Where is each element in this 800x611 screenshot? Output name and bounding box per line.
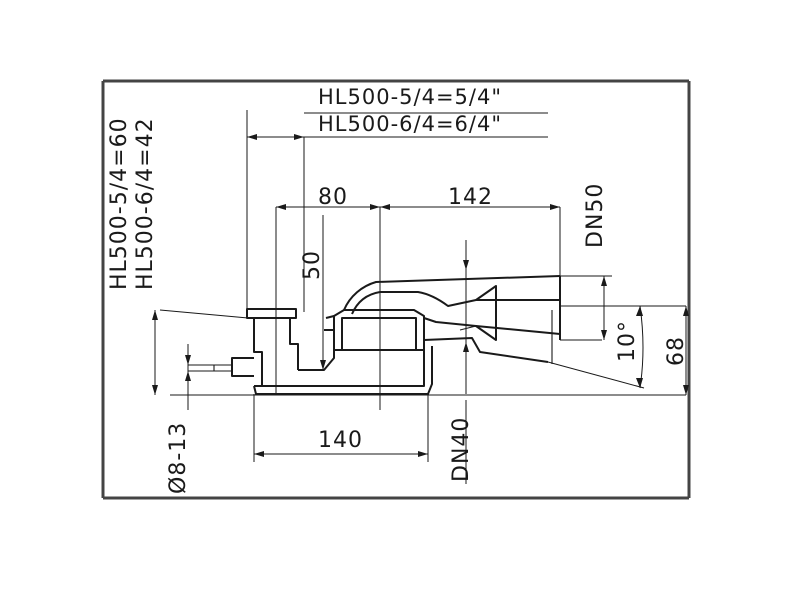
dimension-50-label: 50 [300,250,325,280]
dimension-68-label: 68 [664,336,689,366]
dimension-68: 68 [664,306,689,395]
dimension-142: 142 [380,185,561,276]
dn50-label: DN50 [583,183,608,248]
diameter-8-13-dimension: Ø8-13 [166,344,214,494]
model-54-length-label: HL500-5/4=5/4" [318,85,502,109]
dimension-80: 80 [275,185,381,410]
dn50-dimension: DN50 [560,183,612,340]
angle-10-dimension: 10° [547,305,645,389]
diameter-8-13-label: Ø8-13 [166,422,191,494]
angle-10-label: 10° [615,320,640,362]
dn40-dimension: DN40 [449,240,474,484]
dimension-140: 140 [253,394,429,462]
dimension-80-label: 80 [318,185,348,210]
model-54-height-label: HL500-5/4=60 [107,117,132,290]
dimension-142-label: 142 [448,185,493,210]
dn40-label: DN40 [449,417,474,482]
dimension-140-label: 140 [318,428,363,453]
model-64-height-label: HL500-6/4=42 [133,117,158,290]
height-dimension: HL500-5/4=60 HL500-6/4=42 [107,117,158,395]
length-dimension-lines [246,110,548,312]
dimension-50: 50 [300,215,326,370]
drawing-frame [101,79,691,500]
flange-leader [159,309,249,319]
model-64-length-label: HL500-6/4=6/4" [318,112,502,136]
